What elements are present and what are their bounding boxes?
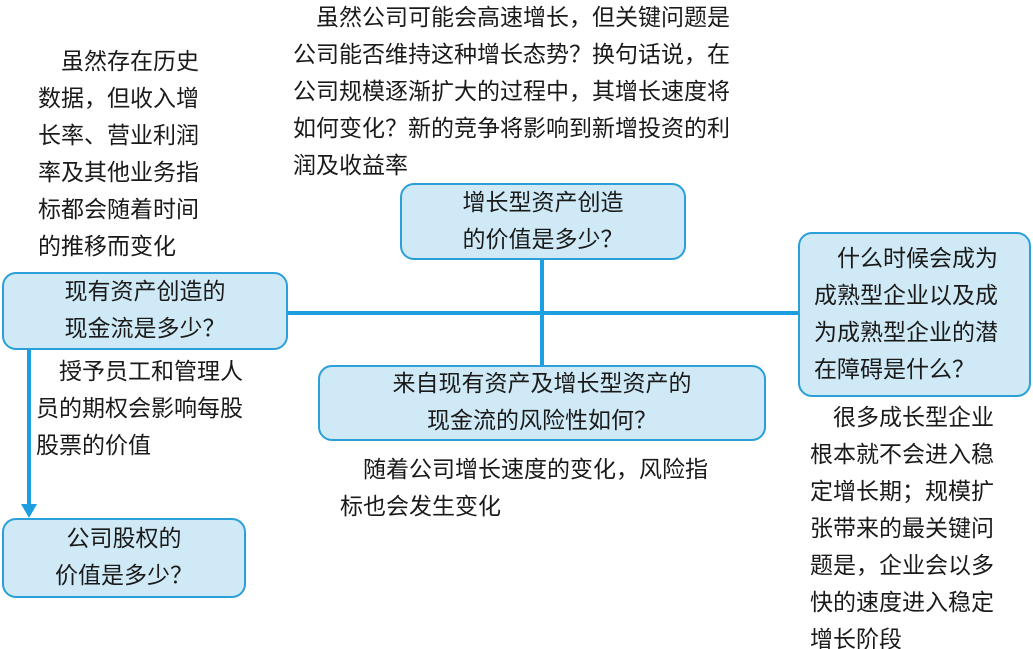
note-line: 授予员工和管理人 bbox=[59, 359, 243, 385]
note-stable: 很多成长型企业 根本就不会进入稳 定增长期；规模扩 张带来的最关键问 题是，企业… bbox=[810, 400, 994, 649]
box-line: 的价值是多少？ bbox=[462, 226, 624, 253]
note-line: 公司能否维持这种增长态势？换句话说，在 bbox=[293, 42, 730, 68]
arrow-head-icon bbox=[21, 504, 37, 518]
note-line: 很多成长型企业 bbox=[833, 405, 994, 431]
note-line: 润及收益率 bbox=[293, 153, 408, 179]
box-line: 在障碍是什么？ bbox=[814, 356, 975, 383]
note-line: 虽然公司可能会高速增长，但关键问题是 bbox=[316, 5, 730, 31]
box-line: 来自现有资产及增长型资产的 bbox=[392, 371, 692, 397]
box-line: 价值是多少？ bbox=[55, 563, 193, 589]
box-line: 什么时候会成为 bbox=[837, 245, 998, 272]
box-risk: 来自现有资产及增长型资产的 现金流的风险性如何？ bbox=[318, 365, 766, 441]
box-line: 现金流是多少？ bbox=[64, 316, 226, 342]
note-history: 虽然存在历史 数据，但收入增 长率、营业利润 率及其他业务指 标都会随着时间 的… bbox=[38, 44, 199, 266]
box-line: 现金流的风险性如何？ bbox=[427, 408, 657, 434]
note-line: 率及其他业务指 bbox=[38, 160, 199, 186]
note-line: 如何变化？新的竞争将影响到新增投资的利 bbox=[293, 116, 730, 142]
note-line: 定增长期；规模扩 bbox=[810, 479, 994, 505]
note-line: 公司规模逐渐扩大的过程中，其增长速度将 bbox=[293, 79, 730, 105]
box-line: 成熟型企业以及成 bbox=[814, 282, 998, 309]
note-line: 标都会随着时间 bbox=[38, 197, 199, 223]
note-line: 张带来的最关键问 bbox=[810, 516, 994, 542]
note-options: 授予员工和管理人 员的期权会影响每股 股票的价值 bbox=[36, 354, 243, 465]
note-line: 股票的价值 bbox=[36, 433, 151, 459]
note-line: 数据，但收入增 bbox=[38, 86, 199, 112]
note-risk: 随着公司增长速度的变化，风险指 标也会发生变化 bbox=[340, 452, 708, 526]
note-line: 长率、营业利润 bbox=[38, 123, 199, 149]
box-line: 公司股权的 bbox=[66, 526, 182, 552]
box-existing-assets: 现有资产创造的 现金流是多少？ bbox=[2, 272, 288, 350]
box-line: 现有资产创造的 bbox=[64, 279, 226, 305]
note-line: 题是，企业会以多 bbox=[810, 553, 994, 579]
box-growth-assets: 增长型资产创造 的价值是多少？ bbox=[400, 183, 686, 260]
note-line: 员的期权会影响每股 bbox=[36, 396, 243, 422]
note-line: 随着公司增长速度的变化，风险指 bbox=[363, 457, 708, 483]
box-line: 为成熟型企业的潜 bbox=[814, 319, 998, 346]
note-line: 的推移而变化 bbox=[38, 234, 176, 260]
note-line: 快的速度进入稳定 bbox=[810, 590, 994, 616]
box-maturity: 什么时候会成为 成熟型企业以及成 为成熟型企业的潜 在障碍是什么？ bbox=[798, 232, 1031, 397]
note-growth: 虽然公司可能会高速增长，但关键问题是 公司能否维持这种增长态势？换句话说，在 公… bbox=[293, 0, 730, 185]
box-equity: 公司股权的 价值是多少？ bbox=[2, 518, 246, 598]
note-line: 根本就不会进入稳 bbox=[810, 442, 994, 468]
note-line: 虽然存在历史 bbox=[61, 49, 199, 75]
box-line: 增长型资产创造 bbox=[462, 189, 624, 216]
note-line: 增长阶段 bbox=[810, 627, 902, 649]
vertical-connector bbox=[540, 258, 544, 366]
note-line: 标也会发生变化 bbox=[340, 494, 501, 520]
arrow-shaft bbox=[27, 349, 31, 509]
